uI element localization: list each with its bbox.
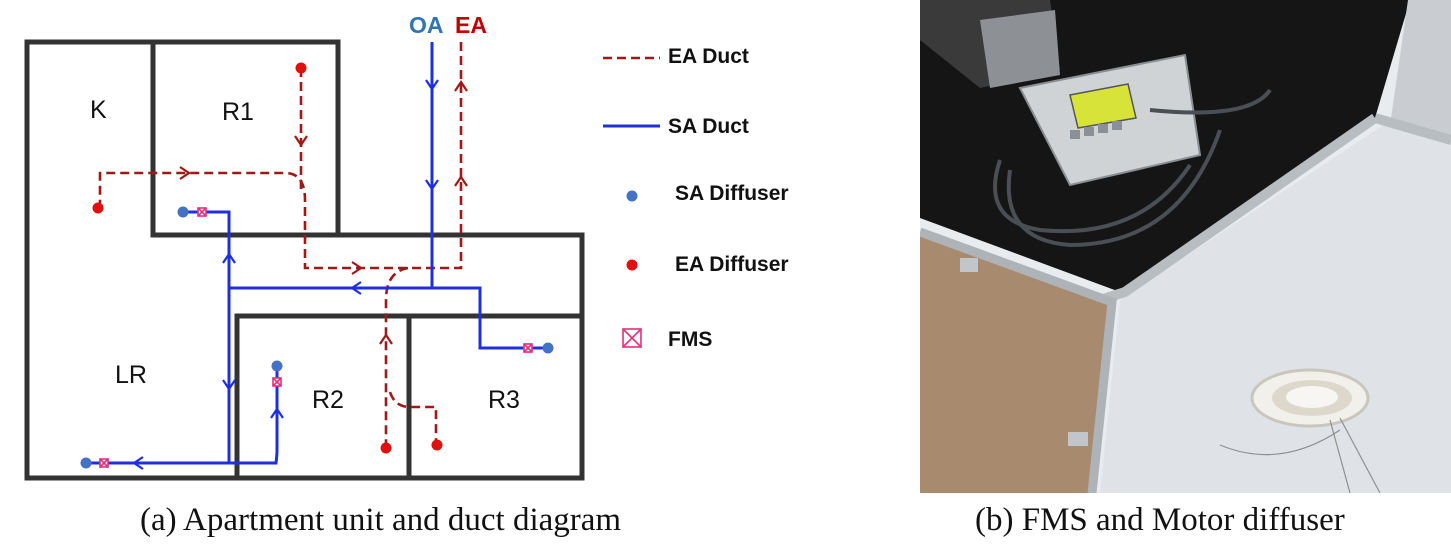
fms-marker bbox=[523, 343, 533, 353]
access-panel-frame bbox=[920, 227, 1117, 493]
room-label-k: K bbox=[90, 96, 107, 124]
fms-marker bbox=[197, 207, 207, 217]
fms-markers bbox=[99, 207, 533, 468]
fms-marker bbox=[99, 458, 109, 468]
fms-buttons bbox=[1070, 121, 1122, 139]
sa-arrow bbox=[222, 252, 236, 264]
sa-diffuser bbox=[177, 206, 189, 218]
sa-duct-lr-branch bbox=[86, 366, 279, 465]
ea-duct-r3-stub bbox=[388, 391, 438, 445]
room-label-lr: LR bbox=[115, 361, 147, 389]
sa-arrow bbox=[350, 281, 362, 295]
apartment-walls bbox=[24, 39, 585, 481]
duct-diagram: K R1 LR R2 R3 OA EA bbox=[24, 12, 789, 481]
legend-fms-swatch bbox=[622, 328, 642, 348]
sa-duct-main bbox=[229, 42, 434, 290]
ea-duct-network bbox=[98, 42, 463, 448]
room-label-r1: R1 bbox=[222, 98, 254, 126]
sa-flow-arrows bbox=[132, 79, 439, 470]
motor-diffuser bbox=[1250, 368, 1370, 428]
sa-diffuser bbox=[80, 457, 92, 469]
sa-diffusers bbox=[80, 206, 554, 469]
ea-arrow bbox=[454, 175, 468, 187]
sa-diffuser bbox=[271, 360, 283, 372]
ea-duct-r2-r3-branch bbox=[384, 266, 409, 448]
legend-fms-label: FMS bbox=[668, 328, 712, 351]
ea-arrow bbox=[294, 135, 308, 147]
panel-latch bbox=[960, 258, 978, 272]
caption-panel-b: (b) FMS and Motor diffuser bbox=[975, 502, 1345, 538]
ea-label: EA bbox=[455, 12, 487, 38]
fms-controller bbox=[1018, 53, 1202, 187]
cables bbox=[993, 88, 1272, 248]
legend-sa-duct-label: SA Duct bbox=[668, 115, 749, 138]
ea-arrow bbox=[379, 333, 393, 345]
legend-ea-diffuser-swatch bbox=[626, 259, 638, 271]
caption-panel-a: (a) Apartment unit and duct diagram bbox=[140, 502, 622, 538]
sa-duct-kitchen-branch bbox=[183, 210, 231, 463]
sa-duct-network bbox=[86, 42, 548, 465]
sa-arrow bbox=[222, 379, 236, 391]
r2-r3-wall bbox=[234, 313, 582, 478]
ea-arrow bbox=[179, 166, 191, 180]
room-label-r2: R2 bbox=[312, 386, 344, 414]
duct-pipe-collar bbox=[980, 10, 1060, 88]
oa-label: OA bbox=[409, 12, 444, 38]
opening-frame-top bbox=[1390, 0, 1451, 145]
sa-arrow bbox=[425, 79, 439, 91]
outer-wall bbox=[24, 39, 585, 481]
ea-arrow bbox=[454, 80, 468, 92]
room-label-r3: R3 bbox=[488, 386, 520, 414]
sa-arrow bbox=[270, 407, 284, 419]
ea-diffuser bbox=[431, 439, 443, 451]
diffuser-wires bbox=[1219, 417, 1381, 493]
fms-display bbox=[1069, 83, 1137, 129]
legend: EA Duct SA Duct SA Diffuser EA Diffuser … bbox=[603, 45, 789, 351]
ea-diffuser bbox=[380, 442, 392, 454]
legend-ea-duct-label: EA Duct bbox=[668, 45, 749, 68]
r1-wall bbox=[150, 42, 338, 238]
fms-photo bbox=[920, 0, 1451, 493]
legend-sa-diffuser-swatch bbox=[626, 190, 638, 202]
ea-flow-arrows bbox=[179, 80, 468, 345]
legend-ea-diffuser-label: EA Diffuser bbox=[675, 253, 789, 276]
sa-arrow bbox=[425, 179, 439, 191]
fms-marker bbox=[272, 377, 282, 387]
sa-duct-r3-branch bbox=[432, 286, 548, 350]
panel-latch bbox=[1068, 432, 1088, 446]
ea-arrow bbox=[351, 261, 363, 275]
legend-sa-diffuser-label: SA Diffuser bbox=[675, 182, 789, 205]
ea-diffuser bbox=[295, 62, 307, 74]
ea-diffuser bbox=[92, 202, 104, 214]
sa-diffuser bbox=[542, 342, 554, 354]
sa-arrow bbox=[132, 456, 144, 470]
ea-diffusers bbox=[92, 62, 443, 454]
access-panel bbox=[920, 235, 1110, 493]
